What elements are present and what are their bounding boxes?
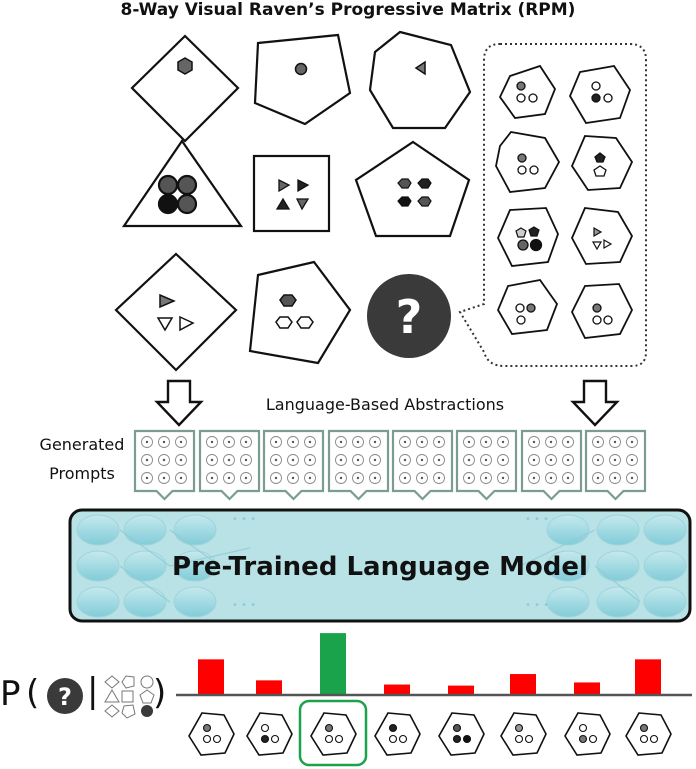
svg-text:• • •: • • •	[232, 600, 256, 611]
callout-answer-8	[570, 283, 634, 339]
llm-node	[546, 514, 590, 546]
down-arrow-right-icon	[570, 379, 620, 427]
candidate-option-5	[438, 712, 485, 756]
candidate-option-7	[564, 712, 611, 756]
callout-answer-3	[495, 131, 561, 193]
svg-text:• • •: • • •	[525, 600, 549, 611]
matrix-panel	[114, 30, 472, 372]
prompt-tile	[327, 429, 390, 501]
svg-text:• • •: • • •	[525, 514, 549, 525]
correct-answer-highlight	[298, 699, 368, 767]
llm-network-background: • • • • • • • • • • • •	[76, 514, 687, 618]
llm-title: Pre-Trained Language Model	[172, 552, 588, 582]
cell-r2c1	[121, 139, 244, 228]
prob-mini-matrix-icon	[104, 675, 155, 719]
callout-answer-5	[497, 207, 559, 267]
llm-node	[546, 586, 590, 618]
llm-node	[173, 514, 217, 546]
bar-5	[448, 685, 474, 694]
callout-answer-7	[496, 279, 559, 335]
prompt-tile	[391, 429, 454, 501]
prob-open-paren: (	[26, 673, 40, 713]
generated-prompts-row	[133, 429, 647, 501]
llm-node	[173, 586, 217, 618]
candidate-option-2	[246, 712, 293, 756]
candidate-option-3	[310, 712, 357, 756]
llm-node	[76, 586, 120, 618]
cell-r2c3	[354, 140, 471, 238]
answer-callout	[458, 43, 647, 367]
candidate-option-8	[625, 712, 672, 756]
candidate-option-4	[374, 712, 421, 756]
prompt-tile	[198, 429, 261, 501]
callout-answer-6	[571, 207, 634, 265]
llm-node	[123, 514, 167, 546]
callout-answer-2	[568, 65, 631, 124]
llm-node	[76, 550, 120, 582]
svg-text:• • •: • • •	[232, 514, 256, 525]
callout-answer-1	[498, 64, 557, 119]
language-model-box: • • • • • • • • • • • •	[68, 508, 692, 623]
prompt-tile	[520, 429, 583, 501]
llm-node	[596, 550, 640, 582]
figure-title: 8-Way Visual Raven’s Progressive Matrix …	[120, 0, 576, 20]
prob-missing-icon	[47, 678, 83, 714]
llm-node	[123, 550, 167, 582]
prompts-label: Prompts	[49, 464, 115, 483]
cell-r1c2	[253, 33, 352, 126]
llm-node	[596, 514, 640, 546]
cell-r3c1	[114, 252, 238, 372]
cell-r2c2	[252, 154, 331, 233]
bar-7	[574, 682, 600, 694]
prompt-tile	[455, 429, 518, 501]
prompt-tile	[262, 429, 325, 501]
llm-node	[123, 586, 167, 618]
bar-4	[384, 684, 410, 694]
prob-given-bar: |	[87, 671, 99, 711]
down-arrow-left-icon	[154, 379, 204, 427]
llm-node	[76, 514, 120, 546]
probability-expression: ?	[47, 675, 155, 719]
llm-node	[596, 586, 640, 618]
bar-1	[198, 659, 224, 694]
llm-node	[643, 514, 687, 546]
abstractions-label: Language-Based Abstractions	[266, 395, 504, 414]
cell-r1c3	[368, 30, 472, 130]
prob-close-paren: )	[153, 673, 167, 713]
llm-node	[643, 586, 687, 618]
bar-2	[256, 680, 282, 694]
candidate-option-6	[500, 712, 547, 756]
bar-8	[635, 659, 661, 694]
callout-candidates	[495, 64, 634, 339]
cell-r3c3-missing	[367, 274, 451, 358]
missing-question-mark: ?	[396, 290, 423, 344]
cell-r3c2	[248, 260, 352, 365]
llm-node	[546, 550, 590, 582]
llm-node	[643, 550, 687, 582]
prob-p-symbol: P	[0, 674, 21, 714]
probability-bar-chart	[188, 633, 672, 767]
prompt-tile	[584, 429, 647, 501]
generated-label: Generated	[40, 435, 125, 454]
cell-r1c1	[130, 34, 240, 143]
callout-answer-4	[570, 135, 634, 191]
bar-3	[320, 633, 346, 694]
prompt-tile	[133, 429, 196, 501]
prob-question-mark: ?	[58, 683, 72, 711]
bar-6	[510, 674, 536, 694]
candidate-option-1	[188, 712, 235, 756]
